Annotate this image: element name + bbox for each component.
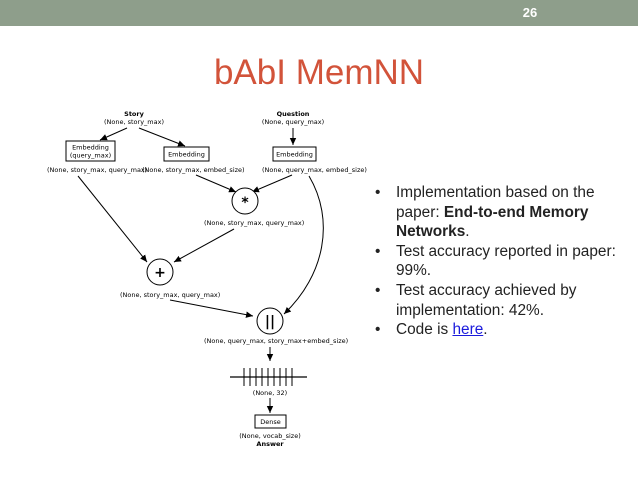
bullet-achieved-accuracy: • Test accuracy achieved by implementatio… (372, 281, 634, 320)
dense-label: Dense (260, 418, 281, 426)
paper-title: End-to-end Memory Networks (396, 203, 589, 241)
answer-label: Answer (256, 440, 284, 448)
bullet-text: Test accuracy achieved by implementation… (396, 281, 577, 319)
embed-query-box (65, 140, 116, 162)
edge-embed-query-add (77, 175, 148, 263)
story-shape: (None, story_max) (104, 118, 164, 126)
edge-embed-question-multiply (251, 174, 293, 193)
bullet-text: Test accuracy reported in paper: 99%. (396, 242, 616, 280)
bullet-code: • Code is here. (372, 320, 634, 340)
bullet-dot: • (375, 242, 381, 260)
shape-embed-query: (None, story_max, query_max) (47, 166, 147, 174)
shape-add: (None, story_max, query_max) (120, 291, 220, 299)
shape-lstm: (None, 32) (253, 389, 287, 397)
add-node (146, 258, 174, 286)
embed-question-label: Embedding (276, 151, 313, 159)
bullet-list: • Implementation based on the paper: End-… (372, 183, 634, 340)
bullet-reported-accuracy: • Test accuracy reported in paper: 99%. (372, 242, 634, 281)
bullet-text: Implementation based on the paper: (396, 184, 595, 221)
page-number: 26 (522, 5, 538, 20)
edge-story-embed-query (99, 127, 128, 141)
multiply-node (231, 187, 259, 215)
embed-story-box (163, 146, 210, 162)
slide-title: bAbI MemNN (213, 53, 425, 92)
embed-story-label: Embedding (168, 151, 205, 159)
edge-add-concat (169, 299, 254, 318)
embed-question-box (272, 146, 317, 162)
question-label: Question (277, 110, 310, 118)
add-op: + (154, 265, 166, 281)
lstm-layer (230, 368, 307, 386)
story-label: Story (124, 110, 144, 118)
top-bar (0, 0, 638, 26)
multiply-op: * (241, 195, 249, 211)
shape-dense: (None, vocab_size) (239, 432, 301, 440)
bullet-implementation: • Implementation based on the paper: End-… (372, 183, 634, 242)
code-link[interactable]: here (452, 321, 484, 339)
edge-story-embed-story (138, 127, 186, 147)
shape-embed-question: (None, query_max, embed_size) (262, 166, 367, 174)
shape-embed-story: (None, story_max, embed_size) (142, 166, 245, 174)
edge-embed-story-multiply (195, 174, 237, 193)
bullet-text-end: . (483, 321, 488, 339)
shape-multiply: (None, story_max, query_max) (204, 219, 304, 227)
bullet-dot: • (375, 281, 381, 299)
bullet-dot: • (375, 321, 381, 339)
embed-query-sub: (query_max) (70, 152, 111, 160)
bullet-dot: • (375, 184, 381, 201)
edge-multiply-add (173, 228, 235, 263)
embed-query-label: Embedding (72, 144, 109, 152)
bullet-text-end: . (465, 223, 470, 241)
edge-question-concat (283, 175, 324, 315)
shape-concat: (None, query_max, story_max+embed_size) (204, 337, 348, 345)
bullet-text: Code is (396, 321, 453, 339)
question-shape: (None, query_max) (262, 118, 324, 126)
concat-op: || (265, 314, 275, 330)
dense-box (254, 414, 287, 429)
concat-node (256, 307, 284, 335)
